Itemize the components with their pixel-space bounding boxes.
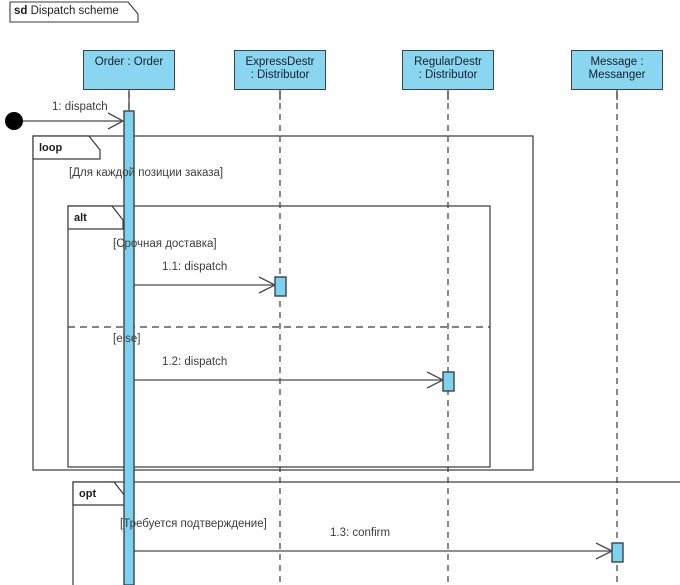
activation-regular [442,371,455,392]
fragment-alt-tag-label: alt [74,212,87,224]
fragment-alt-guard-2: [else] [113,333,141,345]
lifeline-head-regular-line1: RegularDestr [414,56,482,68]
message-1-3-confirm [134,542,614,560]
activation-messanger [611,542,624,563]
message-label-1: 1: dispatch [52,101,108,113]
frame-name: Dispatch scheme [30,5,119,17]
frame-label: sd Dispatch scheme [14,5,119,18]
message-label-1-3: 1.3: confirm [330,527,391,539]
message-label-1-1: 1.1: dispatch [162,261,228,273]
fragment-loop-tag-label: loop [39,142,63,154]
lifeline-head-messanger-line1: Message : [590,56,644,68]
frame-stereotype: sd [14,5,28,17]
frame-header-tag [9,1,139,23]
fragment-opt-guard: [Требуется подтверждение] [120,518,267,530]
lifeline-head-order-line1: Order : Order [94,56,164,68]
lifeline-head-stubs [128,90,618,112]
fragment-alt-tag [67,205,124,230]
lifeline-head-regular[interactable]: RegularDestr : Distributor [402,50,494,90]
fragment-loop-guard: [Для каждой позиции заказа] [69,167,224,179]
found-message-start-node [5,112,23,130]
message-1-dispatch [22,112,125,130]
lifeline-dashes [128,92,618,585]
fragment-loop [32,135,534,471]
lifeline-head-express-line2: : Distributor [250,69,310,81]
activation-order [123,110,135,585]
fragment-alt-guard-1: [Срочная доставка] [113,238,217,250]
message-label-1-2: 1.2: dispatch [162,356,228,368]
lifeline-head-messanger-line2: Messanger [588,69,646,81]
fragment-alt [67,205,491,468]
fragment-loop-tag [32,135,101,160]
message-1-1-dispatch [134,276,277,294]
message-1-2-dispatch [134,371,445,389]
activation-express [274,276,287,297]
fragment-opt-tag-label: opt [79,488,97,500]
lifeline-head-express-line1: ExpressDestr [245,56,315,68]
lifeline-head-messanger[interactable]: Message : Messanger [571,50,663,90]
lifeline-head-express[interactable]: ExpressDestr : Distributor [234,50,326,90]
lifeline-head-order[interactable]: Order : Order [83,50,175,90]
lifeline-head-regular-line2: : Distributor [418,69,478,81]
activation-bars [123,110,624,585]
